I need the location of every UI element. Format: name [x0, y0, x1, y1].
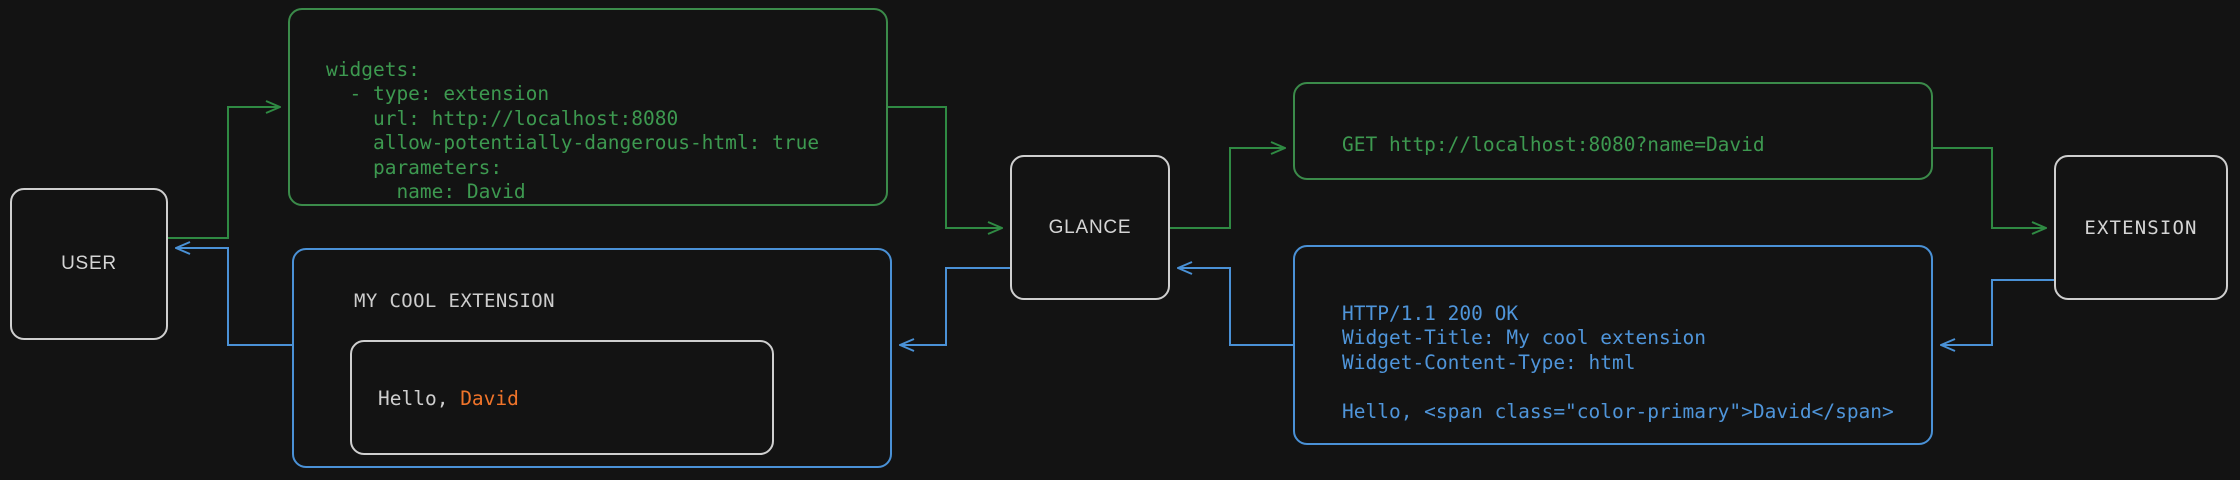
panel-http-request: GET http://localhost:8080?name=David [1293, 82, 1933, 180]
widget-preview-greeting: Hello, David [378, 387, 519, 410]
edge-user-to-config [168, 107, 280, 239]
edge-request-to-extension [1933, 147, 2046, 228]
widget-greeting-name: David [460, 387, 519, 410]
widget-preview-card: Hello, David [350, 340, 774, 455]
http-response-code: HTTP/1.1 200 OK Widget-Title: My cool ex… [1342, 301, 1894, 423]
edge-extension-to-response [1941, 279, 2054, 345]
yaml-config-code: widgets: - type: extension url: http://l… [326, 57, 820, 204]
edge-glance-to-request [1170, 148, 1285, 229]
edge-config-to-glance [888, 106, 1002, 228]
node-glance[interactable]: GLANCE [1010, 155, 1170, 300]
edge-response-to-glance [1178, 268, 1293, 346]
http-request-code: GET http://localhost:8080?name=David [1342, 132, 1765, 156]
panel-widget-preview: MY COOL EXTENSION Hello, David [292, 248, 892, 468]
node-user-label: USER [61, 253, 117, 274]
panel-http-response: HTTP/1.1 200 OK Widget-Title: My cool ex… [1293, 245, 1933, 445]
node-user[interactable]: USER [10, 188, 168, 340]
widget-preview-title: MY COOL EXTENSION [354, 290, 555, 312]
node-extension[interactable]: EXTENSION [2054, 155, 2228, 300]
edge-glance-to-widget [900, 267, 1010, 345]
widget-greeting-prefix: Hello, [378, 387, 461, 410]
panel-yaml-config: widgets: - type: extension url: http://l… [288, 8, 888, 206]
edge-widget-to-user [176, 248, 292, 346]
node-extension-label: EXTENSION [2084, 216, 2198, 239]
node-glance-label: GLANCE [1048, 216, 1132, 238]
